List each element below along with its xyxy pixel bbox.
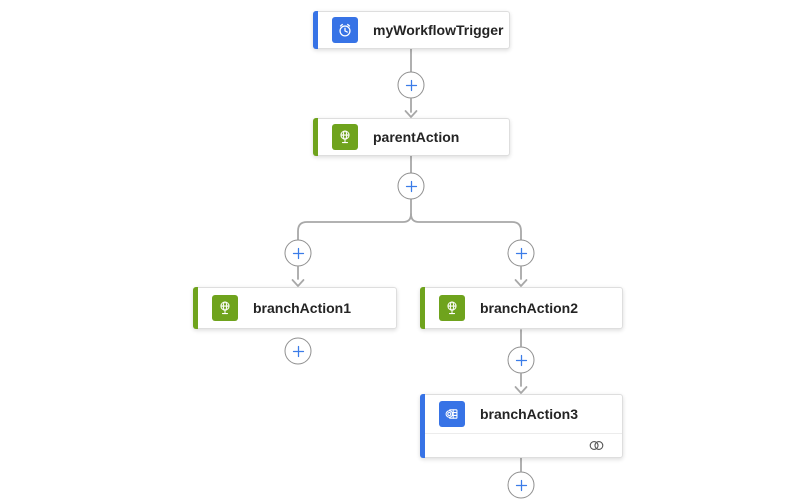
http-globe-icon — [439, 295, 465, 321]
plus-icon — [515, 247, 527, 259]
plus-icon — [292, 247, 304, 259]
plus-icon — [515, 354, 527, 366]
connector-split-to-branch1 — [291, 266, 305, 287]
node-parent-action-card[interactable]: parentAction — [313, 118, 510, 156]
insert-step-button[interactable] — [507, 471, 535, 499]
insert-step-button[interactable] — [397, 71, 425, 99]
arrow-down-icon — [404, 110, 418, 118]
plus-icon — [292, 345, 304, 357]
insert-step-button[interactable] — [284, 337, 312, 365]
branch-action1-accent-bar — [193, 287, 198, 329]
plus-icon — [405, 79, 417, 91]
node-trigger-card[interactable]: myWorkflowTrigger — [313, 11, 510, 49]
node-branch-action1-card[interactable]: branchAction1 — [193, 287, 397, 329]
plus-icon — [405, 180, 417, 192]
recurrence-clock-icon — [332, 17, 358, 43]
connector-split-branches — [297, 213, 522, 241]
http-globe-icon — [332, 124, 358, 150]
branch-action3-accent-bar — [420, 394, 425, 458]
branch-action3-title-row: branchAction3 — [421, 395, 622, 433]
arrow-down-icon — [514, 279, 528, 287]
branch-action3-footer-row — [421, 433, 622, 457]
plus-icon — [515, 479, 527, 491]
insert-step-button[interactable] — [397, 172, 425, 200]
node-label: parentAction — [373, 129, 460, 145]
insert-step-button[interactable] — [284, 239, 312, 267]
node-branch-action2-card[interactable]: branchAction2 — [420, 287, 623, 329]
node-label: branchAction3 — [480, 406, 579, 423]
arrow-down-icon — [291, 279, 305, 287]
trigger-accent-bar — [313, 11, 318, 49]
arrow-down-icon — [514, 386, 528, 394]
branch-action2-accent-bar — [420, 287, 425, 329]
node-branch-action3-card[interactable]: branchAction3 — [420, 394, 623, 458]
node-label: branchAction2 — [480, 300, 579, 316]
outlook-connector-icon — [439, 401, 465, 428]
connector-split-to-branch2 — [514, 266, 528, 287]
parent-action-accent-bar — [313, 118, 318, 156]
connection-link-icon[interactable] — [587, 438, 606, 453]
node-label: branchAction1 — [253, 300, 352, 316]
insert-step-button[interactable] — [507, 346, 535, 374]
insert-step-button[interactable] — [507, 239, 535, 267]
node-label: myWorkflowTrigger — [373, 22, 504, 38]
http-globe-icon — [212, 295, 238, 321]
